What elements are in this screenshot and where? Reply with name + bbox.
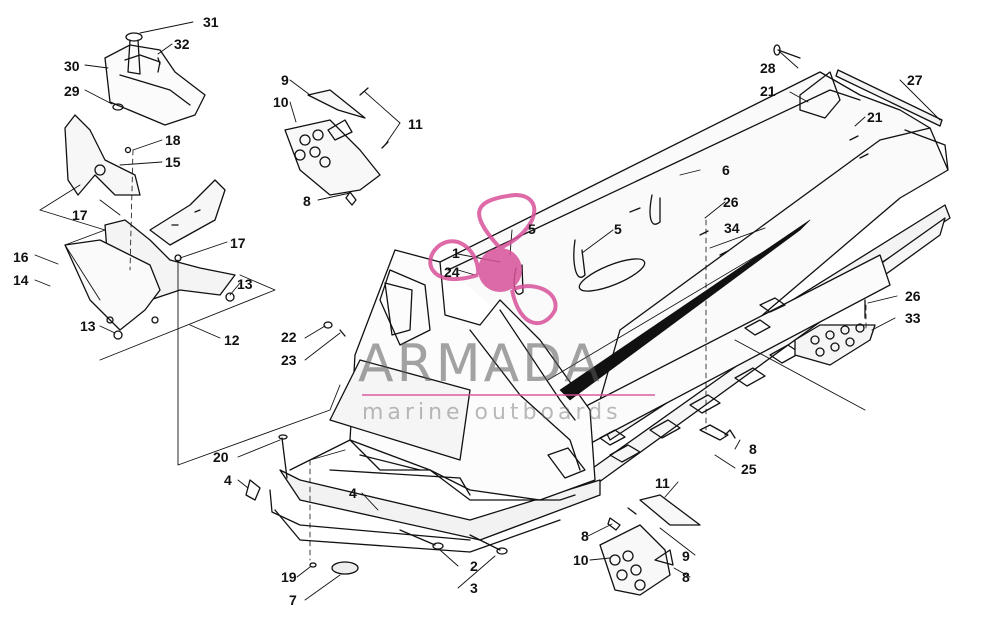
watermark-logo bbox=[428, 192, 558, 326]
callout-11-upper: 11 bbox=[408, 116, 423, 132]
callout-34: 34 bbox=[724, 220, 740, 236]
leader-lines bbox=[34, 21, 941, 601]
callout-9-upper: 9 bbox=[281, 72, 289, 88]
callout-9-lower: 9 bbox=[682, 548, 690, 564]
callout-28: 28 bbox=[760, 60, 776, 76]
callout-20: 20 bbox=[213, 449, 229, 465]
callout-31: 31 bbox=[203, 14, 219, 30]
callout-7: 7 bbox=[289, 592, 297, 608]
callout-10-upper: 10 bbox=[273, 94, 289, 110]
callout-26-upper: 26 bbox=[723, 194, 739, 210]
rear-bumper-rod bbox=[773, 44, 943, 127]
callout-21-right: 21 bbox=[867, 109, 883, 125]
watermark-brand: ARMADA bbox=[358, 334, 603, 394]
callout-6: 6 bbox=[722, 162, 730, 178]
callout-13-right: 13 bbox=[237, 276, 253, 292]
callout-17-lower: 17 bbox=[230, 235, 246, 251]
foot-plate-upper bbox=[284, 87, 389, 206]
callout-8-lower-right: 8 bbox=[682, 569, 690, 585]
callout-32: 32 bbox=[174, 36, 190, 52]
callout-10-lower: 10 bbox=[573, 552, 589, 568]
chassis-tunnel bbox=[269, 71, 951, 553]
tunnel-stripe-decal bbox=[559, 219, 811, 401]
callout-5-right: 5 bbox=[614, 221, 622, 237]
bracket-lines bbox=[39, 184, 866, 466]
callout-8-right: 8 bbox=[749, 441, 757, 457]
steering-bracket bbox=[64, 114, 236, 340]
watermark-tagline: marine outboards bbox=[362, 400, 622, 425]
callout-14: 14 bbox=[13, 272, 29, 288]
callout-4-center: 4 bbox=[349, 485, 357, 501]
callout-8-lower-left: 8 bbox=[581, 528, 589, 544]
steering-cover bbox=[104, 32, 206, 126]
callout-18: 18 bbox=[165, 132, 181, 148]
callout-30: 30 bbox=[64, 58, 80, 74]
callout-33: 33 bbox=[905, 310, 921, 326]
callout-8-upper: 8 bbox=[303, 193, 311, 209]
reference-lines bbox=[129, 149, 867, 561]
callout-3: 3 bbox=[470, 580, 478, 596]
callout-4-left: 4 bbox=[224, 472, 232, 488]
callout-21-left: 21 bbox=[760, 83, 776, 99]
callout-25: 25 bbox=[741, 461, 757, 477]
callout-11-lower: 11 bbox=[655, 475, 670, 491]
callout-13-left: 13 bbox=[80, 318, 96, 334]
callout-1: 1 bbox=[452, 245, 460, 261]
foot-plate-lower bbox=[599, 494, 701, 596]
callout-27: 27 bbox=[907, 72, 923, 88]
callout-2: 2 bbox=[470, 558, 478, 574]
callout-23: 23 bbox=[281, 352, 297, 368]
callout-12: 12 bbox=[224, 332, 240, 348]
callout-26-right: 26 bbox=[905, 288, 921, 304]
callout-24: 24 bbox=[444, 264, 460, 280]
fasteners bbox=[245, 321, 736, 575]
callout-19: 19 bbox=[281, 569, 297, 585]
callout-15: 15 bbox=[165, 154, 181, 170]
callout-16: 16 bbox=[13, 249, 29, 265]
foot-plate-right bbox=[794, 299, 876, 366]
callout-5-left: 5 bbox=[528, 221, 536, 237]
callout-17-upper: 17 bbox=[72, 207, 88, 223]
callout-22: 22 bbox=[281, 329, 297, 345]
callout-29: 29 bbox=[64, 83, 80, 99]
